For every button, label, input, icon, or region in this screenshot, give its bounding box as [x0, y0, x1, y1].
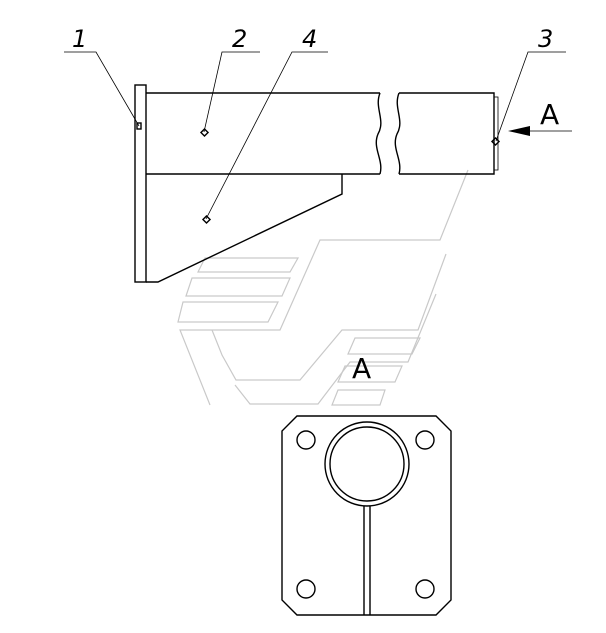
leader-line-4 — [205, 51, 328, 220]
view-a-title: A — [352, 352, 371, 385]
bolt-hole-bottom-right — [415, 579, 435, 599]
flange-outline — [281, 415, 452, 616]
bolt-hole-top-right — [415, 430, 435, 450]
watermark-logo — [177, 169, 469, 406]
weld-mark-1 — [136, 122, 142, 130]
leader-line-3 — [495, 51, 566, 142]
callouts: 1 2 4 3 — [64, 25, 566, 220]
bolt-hole-bottom-left — [296, 579, 316, 599]
tube-right-segment — [399, 92, 495, 175]
tube-outer-circle — [324, 421, 410, 507]
tube-inner-circle — [329, 426, 405, 502]
break-line-left — [375, 92, 382, 175]
callout-1: 1 — [72, 25, 87, 53]
gusset-plate — [146, 174, 343, 283]
view-a: A — [281, 352, 452, 616]
weld-mark-3 — [490, 136, 501, 147]
view-marker-label: A — [540, 98, 559, 131]
callout-4: 4 — [302, 25, 317, 53]
weld-mark-2 — [199, 127, 210, 138]
side-view — [134, 84, 501, 283]
leader-line-1 — [64, 51, 140, 127]
flange-plate — [134, 84, 147, 283]
weld-mark-4 — [201, 214, 212, 225]
callout-3: 3 — [538, 25, 553, 53]
view-direction-arrow: A — [508, 98, 572, 136]
bolt-hole-top-left — [296, 430, 316, 450]
leader-line-2 — [203, 51, 260, 133]
break-line-right — [394, 92, 401, 175]
end-cap — [493, 96, 499, 171]
callout-2: 2 — [232, 25, 247, 53]
arrow-head — [508, 126, 530, 136]
